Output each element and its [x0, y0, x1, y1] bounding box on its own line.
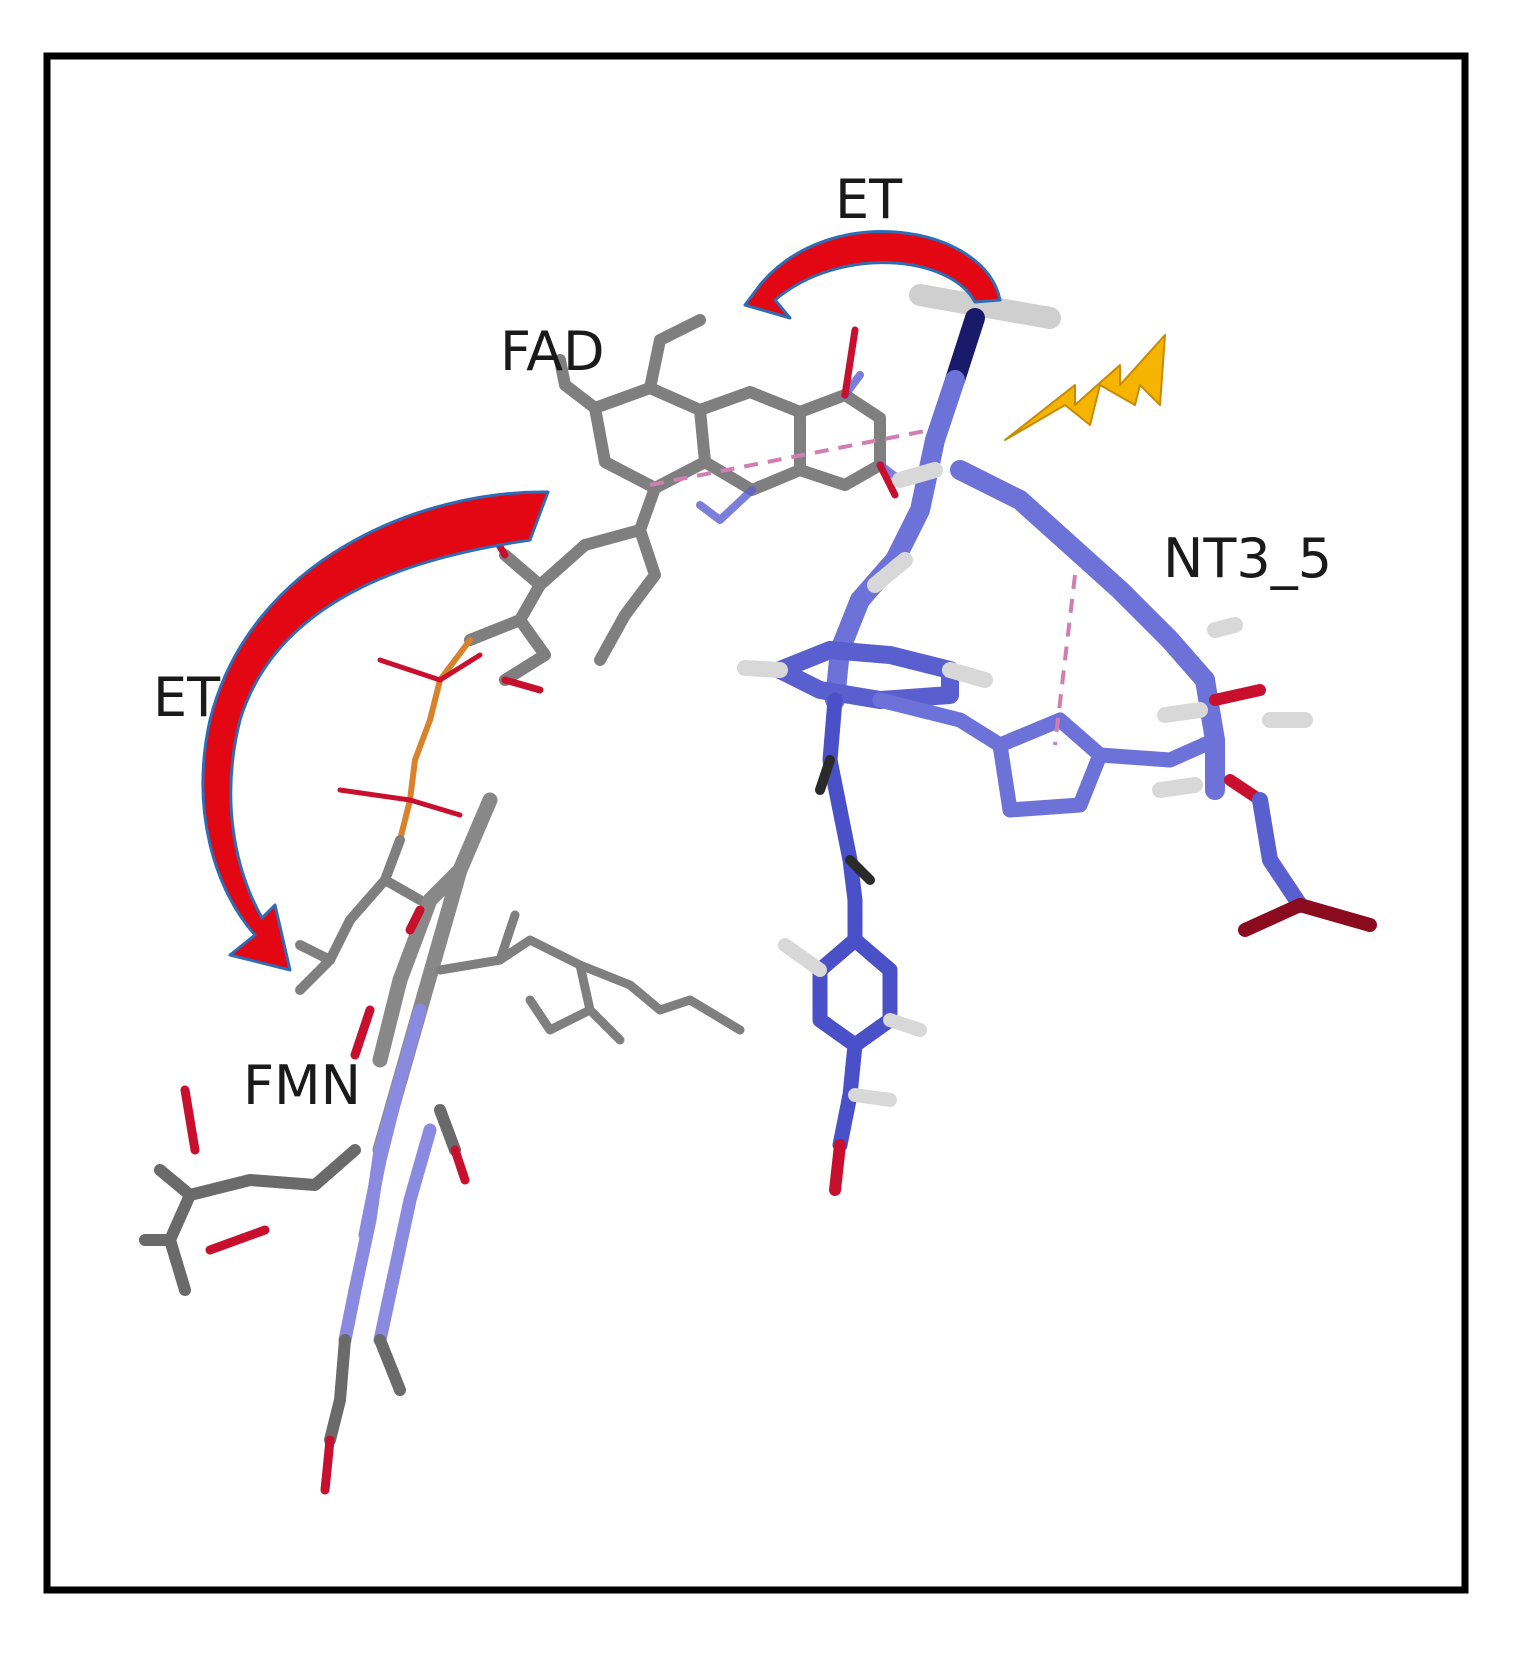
label-et-top: ET — [835, 168, 903, 231]
lightning-bolt-icon — [1004, 334, 1166, 441]
label-nt3-5: NT3_5 — [1163, 527, 1332, 590]
et-arrow-left — [201, 490, 550, 972]
fad-molecule — [295, 314, 904, 995]
hydrogen-bonds — [649, 428, 1077, 746]
label-fmn: FMN — [243, 1054, 361, 1117]
et-arrow-top — [743, 230, 1002, 320]
label-et-left: ET — [153, 666, 221, 729]
fmn-molecule — [139, 792, 745, 1495]
figure-frame — [43, 52, 1469, 1594]
label-fad: FAD — [500, 320, 605, 383]
nt3-5-molecule — [737, 284, 1377, 1196]
